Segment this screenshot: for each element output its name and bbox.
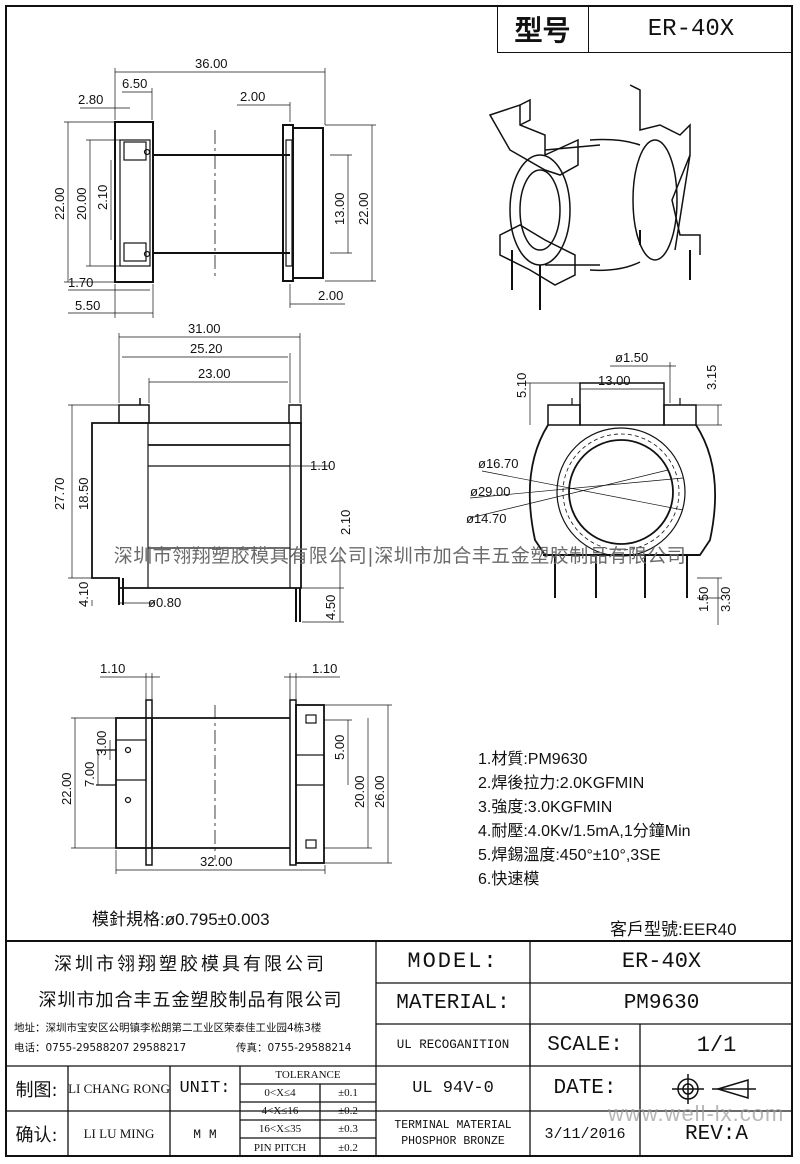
dim-side-410: 4.10 bbox=[76, 582, 91, 607]
model-value: ER-40X bbox=[621, 949, 702, 974]
dim-top-13: 13.00 bbox=[332, 192, 347, 225]
company-address: 地址：深圳市宝安区公明镇李松朗第二工业区荣泰佳工业园4栋3楼 bbox=[14, 1022, 322, 1034]
drawn-label: 制图: bbox=[15, 1079, 58, 1101]
end-view bbox=[528, 382, 717, 598]
dim-top-22a: 22.00 bbox=[52, 187, 67, 220]
dim-end-330: 3.30 bbox=[718, 587, 733, 612]
date-value: 3/11/2016 bbox=[544, 1125, 626, 1143]
note-5: 5.焊錫溫度:450°±10°,3SE bbox=[478, 847, 661, 864]
dim-side-1850: 18.50 bbox=[76, 477, 91, 510]
terminal-line-2: PHOSPHOR BRONZE bbox=[401, 1135, 505, 1148]
dim-bot-500: 5.00 bbox=[332, 735, 347, 760]
dim-end-510: 5.10 bbox=[514, 373, 529, 398]
top-view bbox=[114, 121, 324, 283]
dim-side-080: ø0.80 bbox=[148, 595, 181, 610]
check-label: 确认: bbox=[15, 1125, 58, 1146]
dim-top-210: 2.10 bbox=[95, 185, 110, 210]
dim-bot-2200: 22.00 bbox=[59, 772, 74, 805]
terminal-material: TERMINAL MATERIAL PHOSPHOR BRONZE bbox=[376, 1111, 530, 1157]
dim-top-170: 1.70 bbox=[68, 275, 93, 290]
unit-value: M M bbox=[193, 1126, 217, 1142]
dim-bot-3200: 32.00 bbox=[200, 854, 233, 869]
technical-drawing: 36.00 6.50 2.80 2.00 22.00 20.00 2.10 13… bbox=[52, 56, 733, 874]
note-2: 2.焊後拉力:2.0KGFMIN bbox=[478, 775, 645, 792]
header-box bbox=[497, 5, 793, 53]
dim-end-150: ø1.50 bbox=[615, 350, 648, 365]
tol-range-3: 16<X≤35 bbox=[258, 1123, 302, 1135]
projection-symbol-icon bbox=[672, 1074, 756, 1104]
tol-value-4: ±0.2 bbox=[338, 1141, 358, 1154]
title-block bbox=[5, 940, 793, 1157]
tolerance-title: TOLERANCE bbox=[275, 1069, 341, 1081]
drawn-by: LI CHANG RONG bbox=[68, 1080, 170, 1096]
dim-end-150b: 1.50 bbox=[696, 587, 711, 612]
ul-label: UL RECOGANITION bbox=[396, 1038, 510, 1052]
header-label: 型号 bbox=[497, 5, 589, 53]
date-label: DATE: bbox=[553, 1077, 617, 1100]
spec-notes: 1.材質:PM9630 2.焊後拉力:2.0KGFMIN 3.強度:3.0KGF… bbox=[478, 748, 691, 892]
dim-side-31: 31.00 bbox=[188, 321, 221, 336]
dim-top-200b: 2.00 bbox=[318, 288, 343, 303]
tol-value-3: ±0.3 bbox=[338, 1123, 358, 1135]
dim-top-200a: 2.00 bbox=[240, 89, 265, 104]
dim-end-1470: ø14.70 bbox=[466, 511, 506, 526]
ul-value: UL 94V-0 bbox=[412, 1079, 494, 1098]
tol-range-1: 0<X≤4 bbox=[264, 1087, 296, 1099]
dim-top-22b: 22.00 bbox=[356, 192, 371, 225]
customer-model: 客戶型號:EER40 bbox=[610, 920, 737, 939]
dim-bot-110a: 1.10 bbox=[100, 661, 125, 676]
note-1: 1.材質:PM9630 bbox=[478, 751, 588, 768]
dim-top-550: 5.50 bbox=[75, 298, 100, 313]
dim-top-20: 20.00 bbox=[74, 187, 89, 220]
dim-side-23: 23.00 bbox=[198, 366, 231, 381]
company-name-1: 深圳市翎翔塑胶模具有限公司 bbox=[54, 954, 327, 975]
material-value: PM9630 bbox=[623, 992, 700, 1015]
dim-end-1670: ø16.70 bbox=[478, 456, 518, 471]
scale-value: 1/1 bbox=[696, 1032, 737, 1058]
material-label: MATERIAL: bbox=[396, 992, 510, 1015]
dim-side-2520: 25.20 bbox=[190, 341, 223, 356]
dim-side-210: 2.10 bbox=[338, 510, 353, 535]
dim-top-280: 2.80 bbox=[78, 92, 103, 107]
watermark-text: 深圳市翎翔塑胶模具有限公司|深圳市加合丰五金塑胶制品有限公司 bbox=[113, 545, 687, 567]
dim-side-110: 1.10 bbox=[310, 458, 335, 473]
terminal-line-1: TERMINAL MATERIAL bbox=[394, 1119, 512, 1132]
tol-range-2: 4<X≤16 bbox=[261, 1105, 299, 1117]
tol-range-4: PIN PITCH bbox=[253, 1141, 307, 1154]
dim-bot-110b: 1.10 bbox=[312, 661, 337, 676]
dim-bot-300: 3.00 bbox=[94, 731, 109, 756]
dim-top-36: 36.00 bbox=[195, 56, 228, 71]
dim-bot-700: 7.00 bbox=[82, 762, 97, 787]
dim-end-13: 13.00 bbox=[598, 373, 631, 388]
company-name-2: 深圳市加合丰五金塑胶制品有限公司 bbox=[38, 990, 343, 1011]
dim-bot-2000: 20.00 bbox=[352, 775, 367, 808]
dim-side-450: 4.50 bbox=[323, 595, 338, 620]
note-4: 4.耐壓:4.0Kv/1.5mA,1分鐘Min bbox=[478, 823, 691, 840]
tol-value-2: ±0.2 bbox=[338, 1105, 358, 1117]
model-label: MODEL: bbox=[407, 949, 499, 974]
dim-end-2900: ø29.00 bbox=[470, 484, 510, 499]
unit-label: UNIT: bbox=[179, 1079, 231, 1098]
bottom-view bbox=[96, 699, 325, 866]
header-model: ER-40X bbox=[647, 15, 735, 43]
tol-value-1: ±0.1 bbox=[338, 1087, 358, 1099]
revision: REV:A bbox=[684, 1122, 748, 1146]
dim-top-650: 6.50 bbox=[122, 76, 147, 91]
checked-by: LI LU MING bbox=[83, 1126, 155, 1141]
note-6: 6.快速模 bbox=[478, 871, 540, 888]
dim-bot-2600: 26.00 bbox=[372, 775, 387, 808]
company-phone: 电话：0755-29588207 29588217 bbox=[14, 1042, 187, 1054]
note-3: 3.強度:3.0KGFMIN bbox=[478, 799, 613, 816]
isometric-view bbox=[488, 84, 701, 310]
site-watermark: www.well-lx.com bbox=[608, 1101, 785, 1126]
scale-label: SCALE: bbox=[547, 1033, 623, 1057]
pin-spec: 模針規格:ø0.795±0.003 bbox=[92, 910, 270, 929]
company-fax: 传真：0755-29588214 bbox=[236, 1042, 352, 1054]
dim-side-2770: 27.70 bbox=[52, 477, 67, 510]
dim-end-315: 3.15 bbox=[704, 365, 719, 390]
